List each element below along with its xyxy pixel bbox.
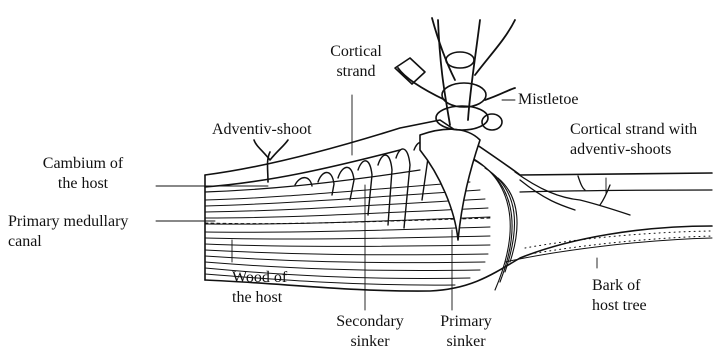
label-bark-line2: host tree: [592, 296, 647, 316]
label-cortical-strand-with-line2: adventiv-shoots: [570, 140, 697, 160]
bark-stipple: [525, 231, 712, 254]
label-bark-line1: Bark of: [592, 276, 647, 296]
label-medullary: Primary medullary canal: [8, 212, 128, 252]
label-wood-line2: the host: [232, 288, 287, 308]
bark-lower-inner: [505, 238, 712, 262]
label-primary-sinker-line2: sinker: [436, 332, 496, 352]
label-cortical-strand-line1: Cortical: [326, 42, 386, 62]
label-medullary-line1: Primary medullary: [8, 212, 128, 232]
label-wood-line1: Wood of: [232, 268, 287, 288]
label-medullary-line2: canal: [8, 232, 128, 252]
label-cortical-strand-with: Cortical strand with adventiv-shoots: [570, 120, 697, 160]
label-mistletoe-text: Mistletoe: [518, 91, 578, 108]
label-cortical-strand-line2: strand: [326, 62, 386, 82]
label-primary-sinker-line1: Primary: [436, 312, 496, 332]
label-adventiv-shoot: Adventiv-shoot: [212, 120, 312, 140]
label-cambium-line2: the host: [30, 174, 136, 194]
label-cambium: Cambium of the host: [30, 154, 136, 194]
label-cambium-line1: Cambium of: [30, 154, 136, 174]
mistletoe-stems: [398, 18, 515, 125]
label-bark: Bark of host tree: [592, 276, 647, 316]
label-cortical-strand: Cortical strand: [326, 42, 386, 82]
cortical-strand-right: [515, 172, 630, 215]
label-wood: Wood of the host: [232, 268, 287, 308]
label-adventiv-shoot-text: Adventiv-shoot: [212, 121, 312, 138]
label-secondary-sinker-line2: sinker: [330, 332, 410, 352]
medullary-canal: [205, 218, 490, 224]
label-mistletoe: Mistletoe: [518, 90, 578, 110]
label-cortical-strand-with-line1: Cortical strand with: [570, 120, 697, 140]
label-primary-sinker: Primary sinker: [436, 312, 496, 352]
label-secondary-sinker-line1: Secondary: [330, 312, 410, 332]
label-secondary-sinker: Secondary sinker: [330, 312, 410, 352]
